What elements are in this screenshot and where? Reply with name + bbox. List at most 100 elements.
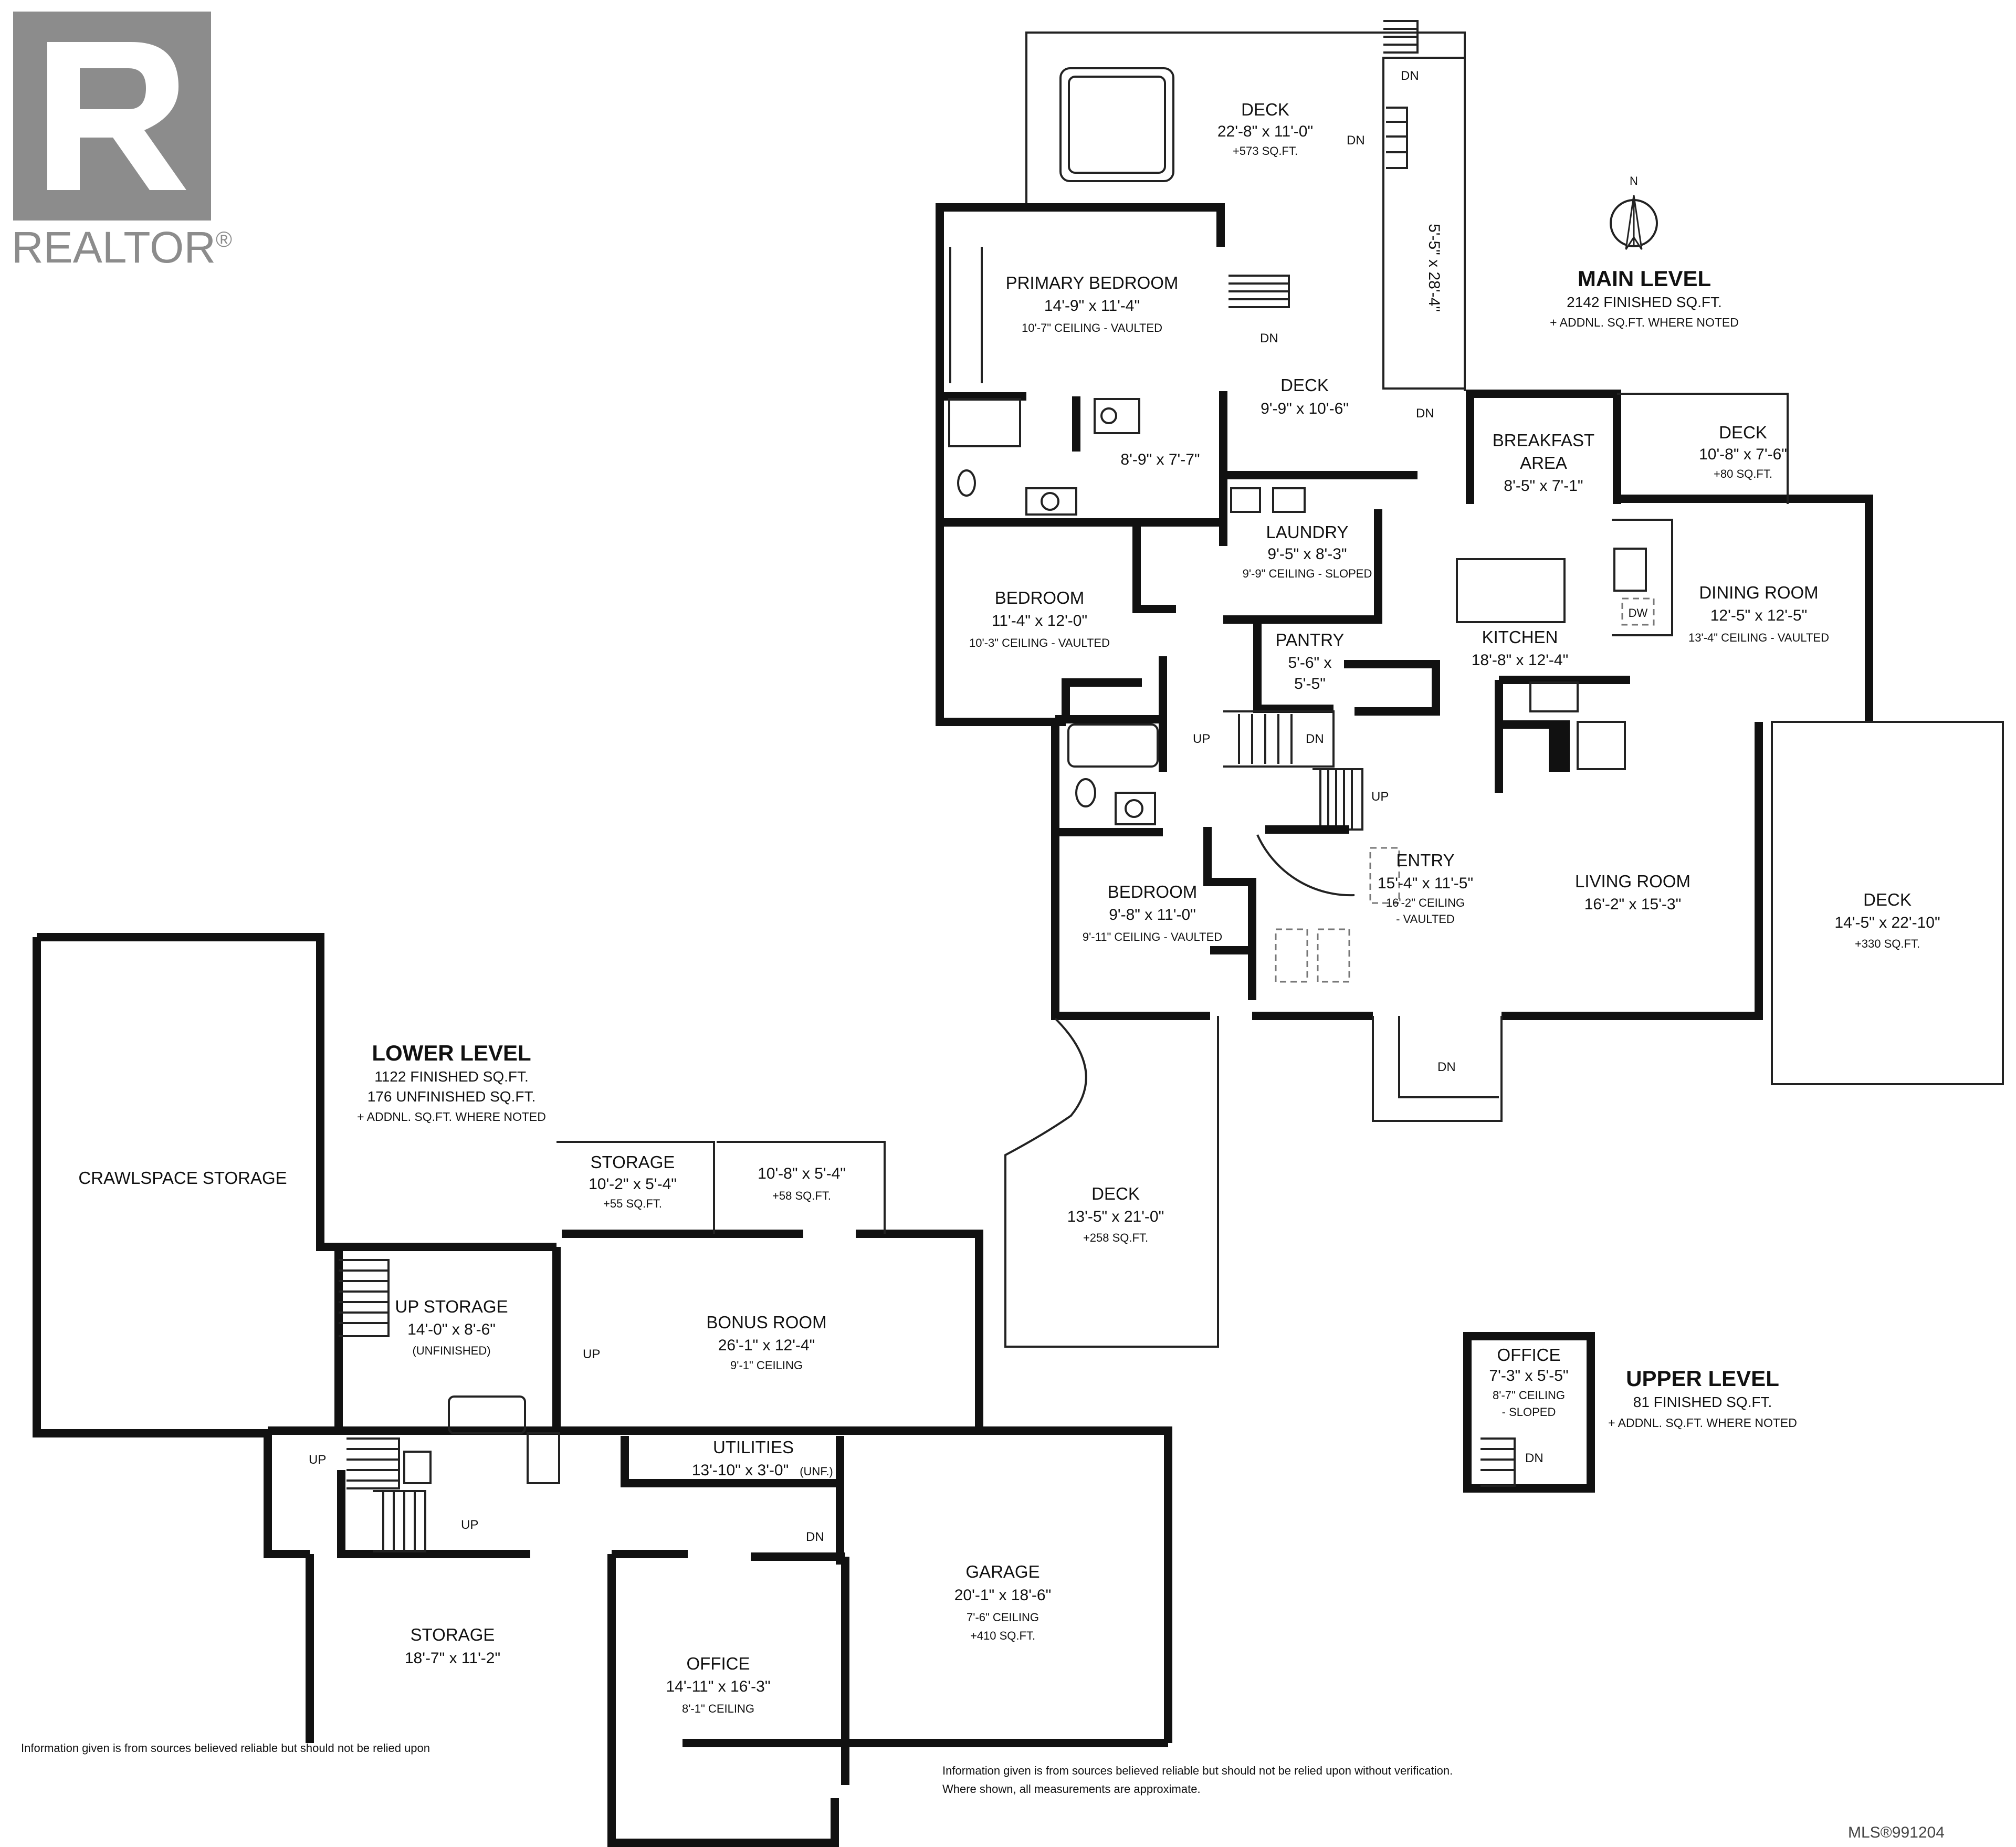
room-garage: GARAGE 20'-1" x 18'-6" 7'-6" CEILING +41… xyxy=(954,1562,1052,1642)
svg-text:+330 SQ.FT.: +330 SQ.FT. xyxy=(1855,937,1920,950)
room-deck-small: DECK 10'-8" x 7'-6" +80 SQ.FT. xyxy=(1699,423,1787,480)
svg-text:PRIMARY BEDROOM: PRIMARY BEDROOM xyxy=(1006,273,1179,292)
svg-text:+410 SQ.FT.: +410 SQ.FT. xyxy=(970,1629,1035,1642)
svg-text:16'-2" CEILING: 16'-2" CEILING xyxy=(1386,896,1465,909)
main-level-plan xyxy=(936,20,2004,1348)
svg-text:18'-7" x 11'-2": 18'-7" x 11'-2" xyxy=(405,1650,500,1667)
svg-text:BEDROOM: BEDROOM xyxy=(1108,882,1198,901)
svg-text:(UNFINISHED): (UNFINISHED) xyxy=(412,1344,490,1357)
svg-text:26'-1" x 12'-4": 26'-1" x 12'-4" xyxy=(718,1337,815,1354)
lower-level-title: LOWER LEVEL xyxy=(372,1041,531,1065)
svg-text:DECK: DECK xyxy=(1091,1184,1140,1203)
room-deck-side: 5'-5" x 28'-4" xyxy=(1425,224,1443,312)
svg-text:DECK: DECK xyxy=(1241,100,1289,119)
svg-text:STORAGE: STORAGE xyxy=(591,1152,675,1172)
lower-level-finished: 1122 FINISHED SQ.FT. xyxy=(374,1068,529,1085)
svg-text:10'-3" CEILING - VAULTED: 10'-3" CEILING - VAULTED xyxy=(969,636,1110,649)
svg-text:9'-1" CEILING: 9'-1" CEILING xyxy=(730,1359,803,1372)
room-kitchen: KITCHEN 18'-8" x 12'-4" xyxy=(1472,627,1569,669)
svg-text:10'-7" CEILING - VAULTED: 10'-7" CEILING - VAULTED xyxy=(1022,321,1162,334)
svg-text:7'-6" CEILING: 7'-6" CEILING xyxy=(967,1611,1039,1624)
stair-dn-2: DN xyxy=(1347,133,1365,148)
svg-text:BREAKFAST: BREAKFAST xyxy=(1493,431,1594,450)
svg-text:+80 SQ.FT.: +80 SQ.FT. xyxy=(1714,467,1772,480)
svg-text:CRAWLSPACE STORAGE: CRAWLSPACE STORAGE xyxy=(78,1168,287,1188)
svg-text:14'-11" x 16'-3": 14'-11" x 16'-3" xyxy=(666,1678,771,1695)
svg-text:10'-8" x 5'-4": 10'-8" x 5'-4" xyxy=(758,1165,846,1182)
realtor-wordmark: REALTOR® xyxy=(12,223,232,272)
room-bedroom-2: BEDROOM 9'-8" x 11'-0" 9'-11" CEILING - … xyxy=(1083,882,1222,943)
svg-text:AREA: AREA xyxy=(1520,453,1567,473)
room-storage-a: STORAGE 10'-2" x 5'-4" +55 SQ.FT. xyxy=(589,1152,677,1210)
stair-dn-5: DN xyxy=(1306,732,1324,746)
compass-label: N xyxy=(1630,174,1638,187)
room-crawlspace: CRAWLSPACE STORAGE xyxy=(78,1168,287,1188)
svg-text:16'-2" x 15'-3": 16'-2" x 15'-3" xyxy=(1584,896,1682,913)
svg-text:DINING ROOM: DINING ROOM xyxy=(1699,583,1818,602)
main-level-finished: 2142 FINISHED SQ.FT. xyxy=(1567,294,1722,310)
room-deck-mid: DECK 9'-9" x 10'-6" xyxy=(1261,375,1349,417)
room-storage-up: UP STORAGE 14'-0" x 8'-6" (UNFINISHED) xyxy=(395,1297,508,1357)
svg-text:10'-8" x 7'-6": 10'-8" x 7'-6" xyxy=(1699,446,1787,463)
svg-text:8'-5" x 7'-1": 8'-5" x 7'-1" xyxy=(1504,477,1583,495)
svg-text:9'-9" CEILING - SLOPED: 9'-9" CEILING - SLOPED xyxy=(1243,567,1372,580)
upper-level-finished: 81 FINISHED SQ.FT. xyxy=(1633,1394,1772,1410)
svg-text:BEDROOM: BEDROOM xyxy=(995,588,1085,607)
disclaimer-line-2: Where shown, all measurements are approx… xyxy=(942,1782,1201,1796)
svg-text:18'-8" x 12'-4": 18'-8" x 12'-4" xyxy=(1472,652,1569,669)
room-entry: ENTRY 15'-4" x 11'-5" 16'-2" CEILING - V… xyxy=(1378,851,1473,926)
svg-text:KITCHEN: KITCHEN xyxy=(1482,627,1558,647)
room-laundry: LAUNDRY 9'-5" x 8'-3" 9'-9" CEILING - SL… xyxy=(1243,522,1372,580)
svg-text:+55 SQ.FT.: +55 SQ.FT. xyxy=(603,1197,662,1210)
svg-text:20'-1" x 18'-6": 20'-1" x 18'-6" xyxy=(954,1587,1052,1604)
svg-text:BONUS ROOM: BONUS ROOM xyxy=(706,1313,826,1332)
svg-text:9'-8" x 11'-0": 9'-8" x 11'-0" xyxy=(1109,906,1196,924)
upper-level-plan xyxy=(1463,1332,1595,1493)
svg-text:14'-0" x 8'-6": 14'-0" x 8'-6" xyxy=(407,1321,496,1338)
stair-up-2: UP xyxy=(1371,790,1389,804)
disclaimer-cut: Information given is from sources believ… xyxy=(21,1741,430,1755)
stair-up-3: UP xyxy=(583,1347,600,1361)
svg-text:STORAGE: STORAGE xyxy=(411,1625,495,1644)
svg-text:15'-4" x 11'-5": 15'-4" x 11'-5" xyxy=(1378,875,1473,892)
main-level-note: + ADDNL. SQ.FT. WHERE NOTED xyxy=(1550,316,1739,329)
svg-text:22'-8" x 11'-0": 22'-8" x 11'-0" xyxy=(1217,123,1313,140)
svg-text:+573 SQ.FT.: +573 SQ.FT. xyxy=(1233,144,1298,158)
room-pantry: PANTRY 5'-6" x 5'-5" xyxy=(1276,630,1345,692)
svg-text:9'-5" x 8'-3": 9'-5" x 8'-3" xyxy=(1267,545,1347,563)
svg-text:OFFICE: OFFICE xyxy=(687,1654,750,1673)
realtor-logo-icon xyxy=(13,12,211,221)
svg-text:7'-3" x 5'-5": 7'-3" x 5'-5" xyxy=(1489,1367,1568,1384)
svg-text:OFFICE: OFFICE xyxy=(1497,1345,1561,1365)
svg-text:9'-11" CEILING - VAULTED: 9'-11" CEILING - VAULTED xyxy=(1083,930,1222,943)
lower-level-note: + ADDNL. SQ.FT. WHERE NOTED xyxy=(357,1110,546,1124)
svg-text:12'-5" x 12'-5": 12'-5" x 12'-5" xyxy=(1710,607,1808,624)
svg-text:DECK: DECK xyxy=(1863,890,1912,909)
room-office-up: OFFICE 7'-3" x 5'-5" 8'-7" CEILING - SLO… xyxy=(1489,1345,1568,1419)
mls-number: MLS®991204 xyxy=(1848,1824,1945,1841)
stair-up-1: UP xyxy=(1193,732,1210,746)
upper-level-title: UPPER LEVEL xyxy=(1626,1366,1779,1391)
main-level-title: MAIN LEVEL xyxy=(1578,266,1711,291)
stair-dn-7: DN xyxy=(806,1530,824,1544)
room-breakfast-area: BREAKFAST AREA 8'-5" x 7'-1" xyxy=(1493,431,1594,495)
disclaimer-line-1: Information given is from sources believ… xyxy=(942,1764,1453,1777)
stair-dn-1: DN xyxy=(1401,69,1419,83)
svg-text:(UNF.): (UNF.) xyxy=(800,1465,833,1478)
room-deck-top: DECK 22'-8" x 11'-0" +573 SQ.FT. xyxy=(1217,100,1313,158)
svg-text:- VAULTED: - VAULTED xyxy=(1396,912,1455,926)
svg-text:9'-9" x 10'-6": 9'-9" x 10'-6" xyxy=(1261,400,1349,417)
svg-text:14'-9" x 11'-4": 14'-9" x 11'-4" xyxy=(1044,297,1140,314)
room-living: LIVING ROOM 16'-2" x 15'-3" xyxy=(1575,872,1690,913)
svg-text:UP STORAGE: UP STORAGE xyxy=(395,1297,508,1316)
lower-level-unfinished: 176 UNFINISHED SQ.FT. xyxy=(368,1088,536,1105)
room-utilities: UTILITIES 13'-10" x 3'-0" (UNF.) xyxy=(692,1437,833,1479)
compass-icon xyxy=(1610,195,1658,250)
svg-text:LIVING ROOM: LIVING ROOM xyxy=(1575,872,1690,891)
svg-text:13'-10" x 3'-0": 13'-10" x 3'-0" xyxy=(692,1462,789,1479)
stair-dn-4: DN xyxy=(1416,406,1434,421)
stair-up-4: UP xyxy=(309,1453,326,1467)
svg-text:5'-6" x: 5'-6" x xyxy=(1288,654,1331,671)
upper-level-note: + ADDNL. SQ.FT. WHERE NOTED xyxy=(1608,1416,1797,1430)
